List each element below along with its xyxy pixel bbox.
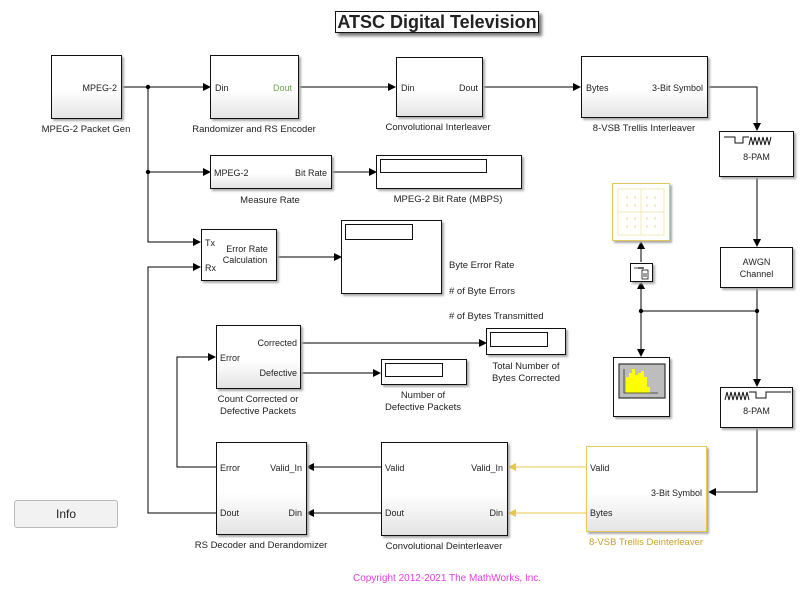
block-label: Convolutional Interleaver	[385, 122, 491, 133]
block-label-line1: Count Corrected or	[217, 394, 299, 405]
junction-dot	[638, 308, 644, 314]
block-title-line2: Calculation	[222, 255, 268, 265]
pam-demodulator-block[interactable]: 8-PAM	[720, 387, 793, 428]
port-in: Din	[215, 83, 229, 93]
constellation-scope-block[interactable]	[612, 183, 670, 241]
mpeg2-packet-gen-block[interactable]: MPEG-2	[51, 55, 122, 119]
info-button[interactable]: Info	[14, 500, 118, 528]
display-row-label: # of Bytes Transmitted	[449, 311, 544, 322]
block-title: 8-PAM	[743, 152, 770, 162]
convolutional-interleaver-block[interactable]: Din Dout	[396, 57, 483, 117]
wire-awgn-branch	[637, 310, 757, 357]
demodulation-waveform-icon	[724, 391, 791, 401]
block-title-line1: AWGN	[742, 257, 771, 267]
constellation-grid-icon	[617, 188, 665, 236]
port-in: MPEG-2	[214, 168, 249, 178]
wire-branch-packet	[147, 87, 201, 246]
block-title-line1: Error Rate	[226, 244, 268, 254]
block-label-line1: Total Number of	[492, 361, 560, 372]
total-corrected-display-block[interactable]	[486, 328, 566, 355]
error-rate-display-block[interactable]	[341, 220, 442, 294]
bitrate-display-block[interactable]	[376, 155, 522, 189]
port-in-din: Din	[288, 508, 302, 518]
block-label: RS Decoder and Derandomizer	[194, 540, 328, 551]
display-value-field	[490, 332, 548, 347]
port-out-valid: Valid	[385, 463, 405, 473]
port-rx: Rx	[205, 263, 216, 273]
display-value-field	[385, 363, 443, 377]
display-value-field	[380, 159, 487, 173]
port-in-din: Din	[489, 508, 503, 518]
block-label: MPEG-2 Bit Rate (MBPS)	[393, 194, 503, 205]
block-label-line2: Defective Packets	[384, 402, 462, 413]
block-label: 8-VSB Trellis Deinterleaver	[588, 537, 704, 548]
junction-dot	[145, 84, 151, 90]
port-out-corrected: Corrected	[257, 338, 297, 348]
convolutional-deinterleaver-block[interactable]: Valid Dout Valid_In Din	[381, 442, 508, 536]
display-value-field	[345, 224, 413, 240]
wire-rs-error-to-count	[176, 353, 216, 468]
pam-modulator-block[interactable]: 8-PAM	[719, 131, 794, 177]
rs-decoder-block[interactable]: Error Dout Valid_In Din	[216, 442, 307, 535]
wire-trellis-to-pam	[708, 86, 761, 131]
port-in-valid: Valid_In	[471, 463, 503, 473]
wire-pam-rx-to-deinterleaver	[708, 428, 758, 496]
block-label: MPEG-2 Packet Gen	[41, 124, 131, 135]
copyright-text: Copyright 2012-2021 The MathWorks, Inc.	[353, 573, 542, 584]
trellis-interleaver-block[interactable]: Bytes 3-Bit Symbol	[581, 56, 708, 118]
block-title: 8-PAM	[743, 406, 770, 416]
defective-display-block[interactable]	[381, 359, 467, 385]
junction-dot	[145, 169, 151, 175]
block-title-line2: Channel	[739, 269, 774, 279]
port-out: Dout	[272, 83, 292, 93]
port-out-error: Error	[220, 463, 240, 473]
display-row-label: # of Byte Errors	[449, 286, 515, 297]
port-out-valid: Valid	[590, 463, 610, 473]
measure-rate-block[interactable]: MPEG-2 Bit Rate	[210, 155, 332, 189]
histogram-icon	[618, 363, 666, 399]
port-tx: Tx	[205, 238, 215, 248]
port-out-dout: Dout	[385, 508, 405, 518]
block-label: Randomizer and RS Encoder	[192, 124, 316, 135]
buffer-icon	[634, 267, 649, 280]
port-out-dout: Dout	[220, 508, 240, 518]
block-label: Measure Rate	[240, 195, 300, 206]
port-out: Dout	[458, 83, 478, 93]
diagram-title: ATSC Digital Television	[335, 11, 539, 33]
port-in-symbol: 3-Bit Symbol	[650, 488, 702, 498]
port-out-bytes: Bytes	[590, 508, 613, 518]
trellis-deinterleaver-block[interactable]: Valid Bytes 3-Bit Symbol	[586, 446, 707, 532]
wire-rs-dout-to-rx	[147, 263, 216, 514]
modulation-waveform-icon	[724, 136, 772, 146]
error-rate-calculation-block[interactable]: Tx Rx Error Rate Calculation	[201, 229, 277, 281]
port-out: MPEG-2	[82, 83, 117, 93]
block-label-line1: Number of	[400, 390, 446, 401]
histogram-scope-block[interactable]	[613, 357, 670, 417]
block-label-line2: Defective Packets	[219, 406, 297, 417]
port-in: Bytes	[586, 83, 609, 93]
port-out-defective: Defective	[259, 368, 297, 378]
junction-dot	[754, 308, 760, 314]
buffer-block[interactable]	[630, 263, 653, 282]
block-label: 8-VSB Trellis Interleaver	[592, 123, 696, 134]
port-in: Din	[401, 83, 415, 93]
port-in: Error	[220, 353, 240, 363]
display-row-label: Byte Error Rate	[449, 260, 515, 271]
randomizer-rs-encoder-block[interactable]: Din Dout	[210, 55, 299, 119]
count-corrected-block[interactable]: Error Corrected Defective	[216, 325, 301, 389]
port-out: Bit Rate	[294, 168, 327, 178]
block-label-line2: Bytes Corrected	[491, 373, 561, 384]
port-out: 3-Bit Symbol	[651, 83, 703, 93]
awgn-channel-block[interactable]: AWGN Channel	[720, 247, 793, 288]
port-in-valid: Valid_In	[270, 463, 302, 473]
block-label: Convolutional Deinterleaver	[385, 541, 503, 552]
